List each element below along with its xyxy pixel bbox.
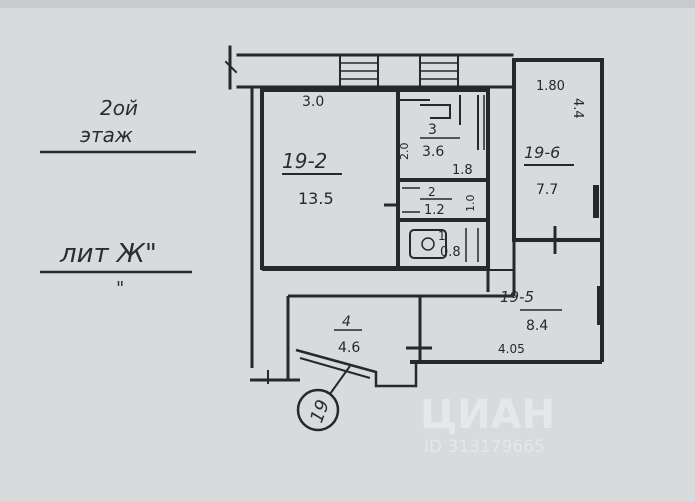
room-19-6-side: 4.4	[570, 98, 585, 119]
room-19-2-number: 19-2	[282, 149, 327, 173]
room-1-area: 0.8	[440, 245, 461, 260]
liter-note: лит Ж"	[59, 239, 157, 269]
floor-note-line1: 2ой	[100, 96, 138, 120]
room-4-number: 4	[342, 314, 351, 330]
room-3-area: 3.6	[422, 144, 444, 160]
room-19-2-dim: 3.0	[302, 94, 324, 110]
room-3-side: 2.0	[398, 143, 411, 161]
watermark-id: ID 313179665	[424, 437, 545, 457]
room-19-5-number: 19-5	[500, 288, 534, 306]
stamp-circle	[296, 388, 340, 432]
room-19-6-area: 7.7	[536, 182, 558, 198]
walls	[224, 45, 604, 388]
room-4-area: 4.6	[338, 340, 360, 356]
room-2-side: 1.0	[464, 195, 477, 213]
ditto-note: "	[116, 278, 124, 299]
room-3-number: 3	[428, 122, 437, 138]
room-19-5-area: 8.4	[526, 318, 548, 334]
room-1-number: 1	[438, 229, 446, 243]
watermark-brand: ЦИАН	[420, 392, 555, 438]
floor-note-line2: этаж	[80, 123, 133, 147]
room-19-2-area: 13.5	[298, 189, 334, 208]
room-19-6-number: 19-6	[524, 143, 560, 162]
room-3-dim: 1.8	[452, 163, 473, 178]
room-19-6-dim: 1.80	[536, 79, 565, 94]
room-19-5-dim: 4.05	[498, 342, 525, 356]
room-2-number: 2	[428, 185, 436, 199]
room-2-area: 1.2	[424, 203, 445, 218]
